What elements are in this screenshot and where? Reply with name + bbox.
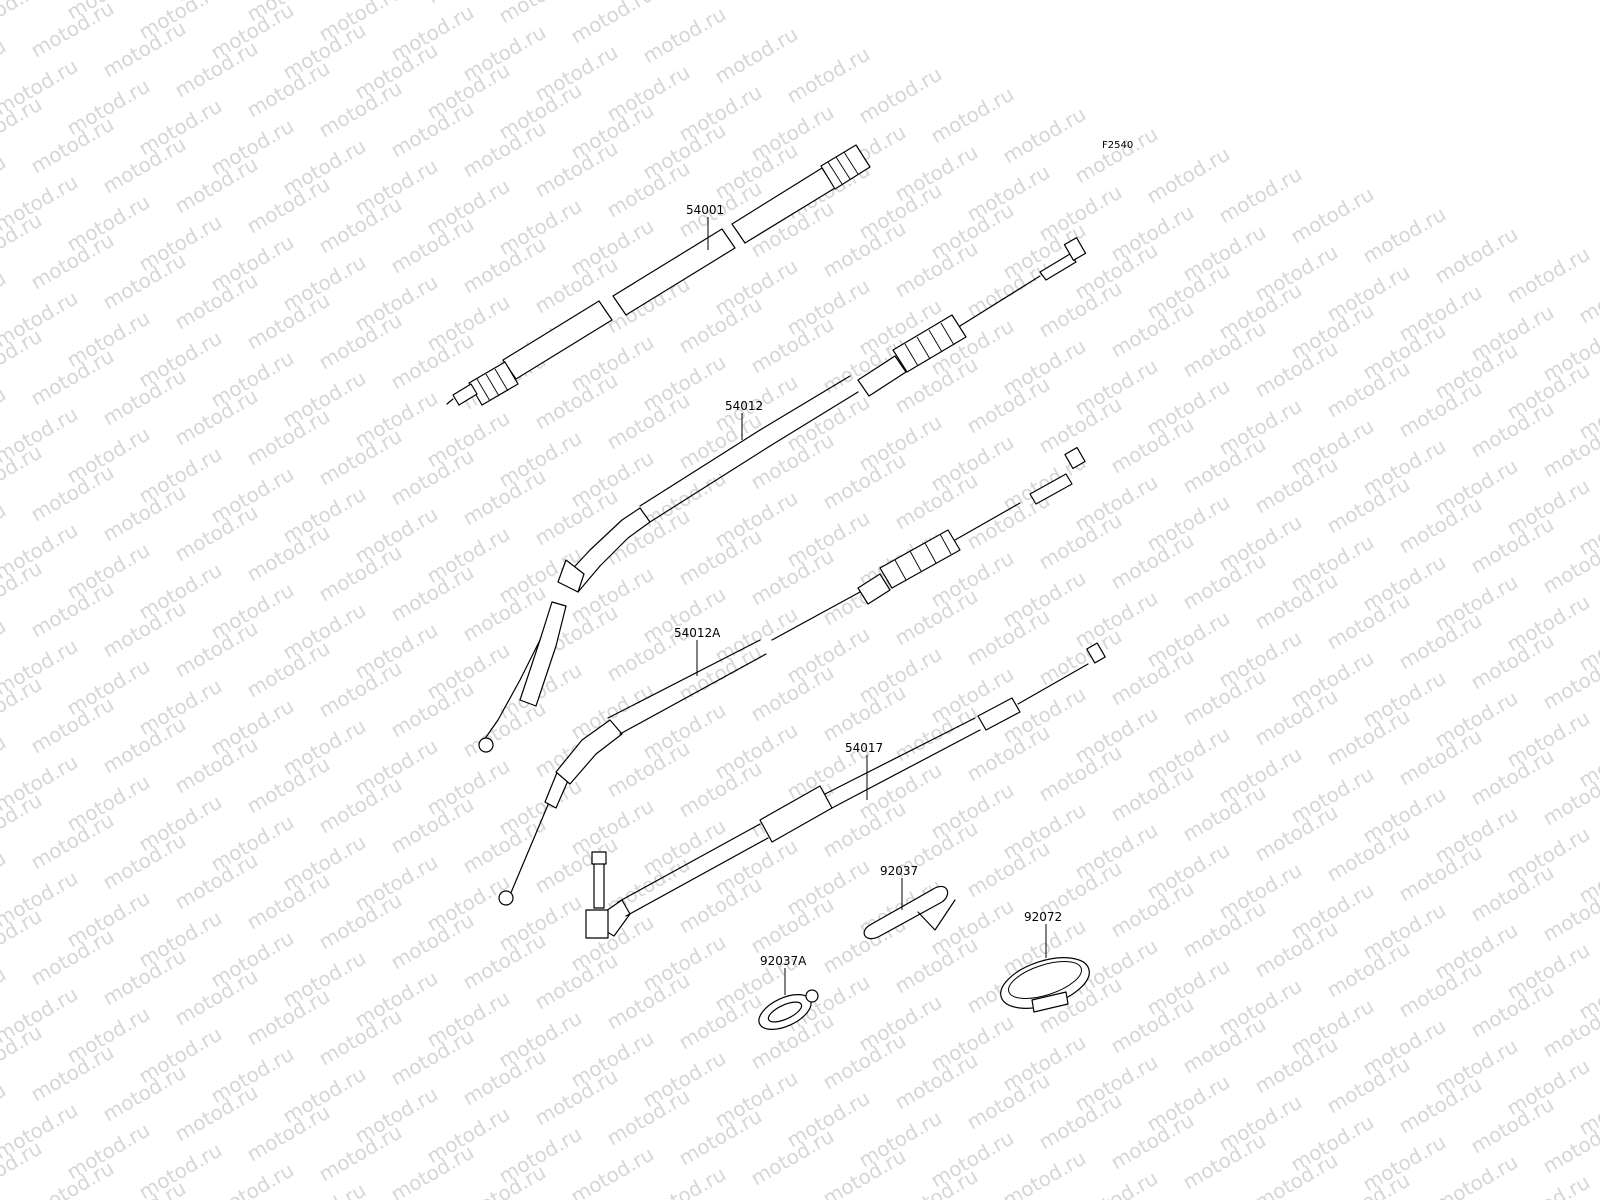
- part-number-92072: 92072: [1024, 910, 1062, 924]
- part-number-54012a: 54012A: [674, 626, 721, 640]
- part-92037a-drawing[interactable]: 92037A: [754, 954, 819, 1037]
- cable-54017-barrel-end: [1086, 642, 1106, 664]
- part-number-92037: 92037: [880, 864, 918, 878]
- throttle-cable-2-adjuster: [879, 529, 961, 589]
- part-number-54001: 54001: [686, 203, 724, 217]
- speedometer-cable-segment: [612, 228, 736, 316]
- cable-54017-housing: [617, 823, 769, 917]
- cable-54017-adjuster: [759, 785, 833, 843]
- throttle-cable-elbow-boot: [557, 559, 585, 593]
- speedometer-cable-end-nut: [468, 361, 519, 406]
- throttle-cable-housing: [639, 429, 771, 523]
- speedometer-cable-segment: [502, 300, 613, 380]
- part-54012-drawing[interactable]: 54012: [478, 237, 1087, 753]
- throttle-cable-adjuster: [892, 314, 967, 373]
- speedometer-cable-segment: [731, 167, 836, 244]
- part-number-54012: 54012: [725, 399, 763, 413]
- part-number-92037a: 92037A: [760, 954, 807, 968]
- throttle-cable-2-barrel-end: [1064, 446, 1086, 470]
- diagram-ref-code: F2540: [1102, 140, 1133, 151]
- part-92037-drawing[interactable]: 92037: [863, 864, 956, 940]
- part-54001-drawing[interactable]: 54001: [446, 144, 871, 406]
- cable-54017-bracket: [585, 909, 609, 939]
- throttle-cable-barrel-end: [1063, 237, 1087, 261]
- part-54017-drawing[interactable]: 54017: [585, 642, 1106, 939]
- part-number-54017: 54017: [845, 741, 883, 755]
- throttle-cable-2-housing: [607, 639, 767, 735]
- part-92072-drawing[interactable]: 92072: [994, 910, 1095, 1018]
- part-54012a-drawing[interactable]: 54012A: [498, 446, 1086, 906]
- clamp-92037-shape: [863, 885, 949, 940]
